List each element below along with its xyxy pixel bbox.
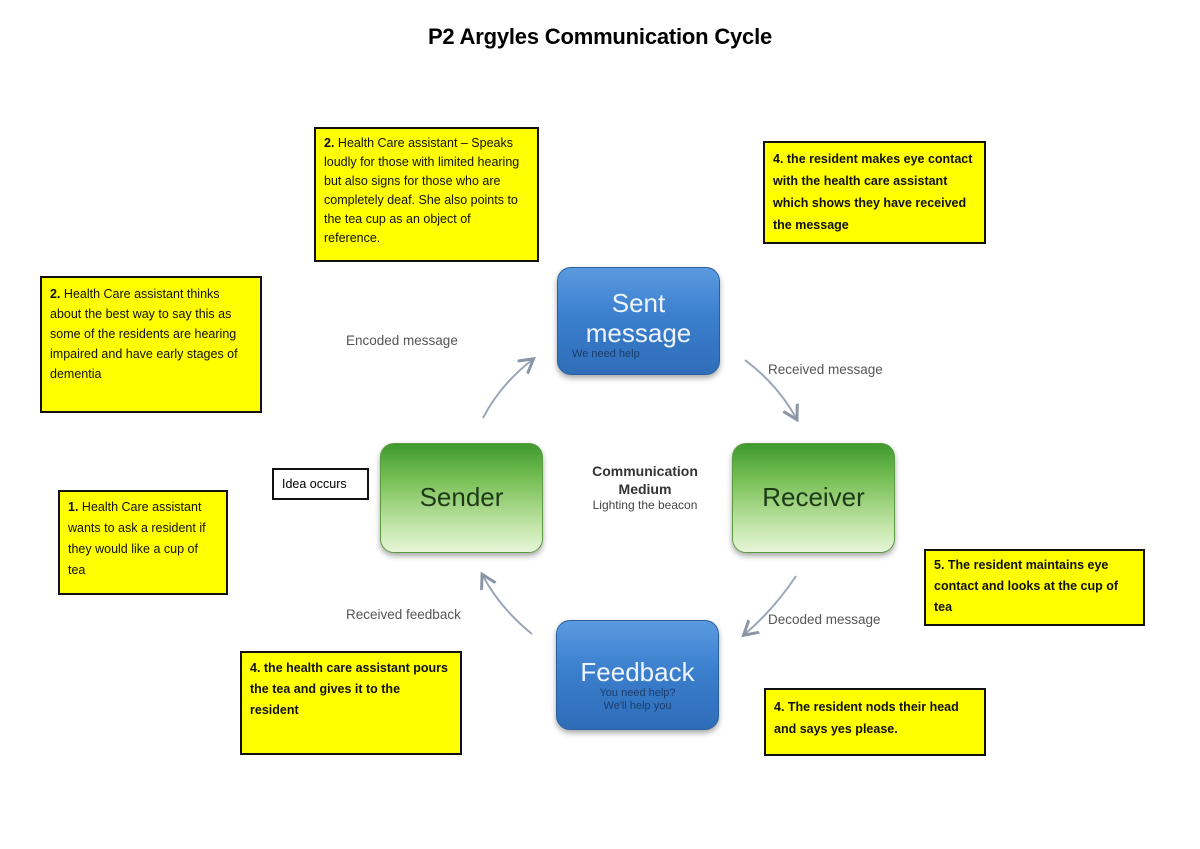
node-sublabel: We need help	[572, 348, 640, 360]
note-text: Health Care assistant wants to ask a res…	[68, 500, 206, 577]
note-text: Health Care assistant thinks about the b…	[50, 287, 238, 381]
edge-label-decoded: Decoded message	[768, 612, 881, 627]
edge-label-received-feedback: Received feedback	[346, 607, 461, 622]
note-text: 4. The resident nods their head and says…	[774, 700, 959, 736]
note-text: 4. the resident makes eye contact with t…	[773, 152, 973, 232]
arrow-feedback-to-sender	[483, 576, 533, 635]
note-number: 2.	[50, 287, 61, 301]
note-step4-eye-contact: 4. the resident makes eye contact with t…	[763, 141, 986, 244]
note-step4-nods: 4. The resident nods their head and says…	[764, 688, 986, 756]
edge-label-received-message: Received message	[768, 362, 883, 377]
note-text: 5. The resident maintains eye contact an…	[934, 558, 1119, 614]
node-sublabel: We'll help you	[603, 700, 672, 712]
note-text: 4. the health care assistant pours the t…	[250, 661, 448, 717]
edge-label-encoded: Encoded message	[346, 333, 458, 348]
node-sent-message: Sent message We need help	[557, 267, 720, 375]
node-label: Feedback	[580, 657, 695, 687]
note-step2-thinks: 2. Health Care assistant thinks about th…	[40, 276, 262, 413]
note-step5-maintains: 5. The resident maintains eye contact an…	[924, 549, 1145, 626]
note-step4-pours: 4. the health care assistant pours the t…	[240, 651, 462, 755]
medium-line1: Communication	[592, 463, 698, 479]
node-label: Sent	[611, 288, 666, 318]
note-number: 1.	[68, 500, 79, 514]
node-receiver: Receiver	[732, 443, 895, 553]
idea-occurs-box: Idea occurs	[272, 468, 369, 500]
node-feedback: Feedback You need help? We'll help you	[556, 620, 719, 730]
note-number: 2.	[324, 136, 335, 150]
arrow-sender-to-sent	[482, 360, 532, 419]
medium-line2: Medium	[618, 481, 672, 497]
note-step1-wants: 1. Health Care assistant wants to ask a …	[58, 490, 228, 595]
node-label: Receiver	[762, 482, 865, 512]
note-step2-speaks: 2. Health Care assistant – Speaks loudly…	[314, 127, 539, 262]
node-label: Sender	[419, 482, 504, 512]
communication-medium: Communication Medium Lighting the beacon	[565, 462, 725, 513]
page-title: P2 Argyles Communication Cycle	[427, 24, 773, 49]
node-sublabel: You need help?	[599, 687, 676, 699]
note-text: Health Care assistant – Speaks loudly fo…	[324, 136, 520, 245]
node-label: message	[585, 318, 692, 348]
node-sender: Sender	[380, 443, 543, 553]
medium-line3: Lighting the beacon	[592, 498, 698, 512]
